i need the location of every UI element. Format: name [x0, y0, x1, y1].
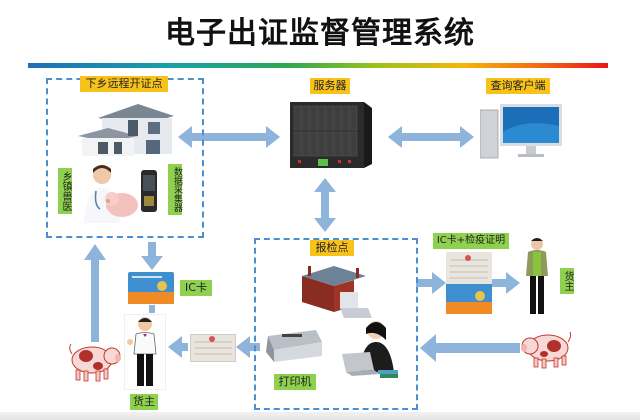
collector-label: 数据采集器 [168, 164, 182, 215]
pig-left-icon [69, 343, 121, 382]
printer-icon [266, 330, 322, 362]
owner-left-label: 货主 [130, 394, 158, 410]
quarantine-certificate-icon [190, 334, 236, 362]
connector-iccard-owner [149, 305, 155, 313]
server-label: 服务器 [310, 78, 350, 94]
ic-card-certificate-icon [446, 252, 492, 314]
arrow-pig-remote [84, 244, 106, 342]
ic-card-icon [128, 272, 174, 304]
arrow-remote-iccard [141, 242, 163, 270]
data-collector-icon [141, 170, 157, 212]
client-computer-icon [480, 104, 562, 159]
arrow-cert-owner [168, 336, 188, 358]
pig-right-icon [521, 331, 572, 369]
page-title: 电子出证监督管理系统 [165, 16, 475, 51]
client-label: 查询客户端 [486, 78, 550, 94]
veterinarian-icon [84, 165, 138, 223]
owner-right-label: 货主 [560, 268, 574, 294]
arrow-inspection-cert [236, 336, 260, 358]
ic-card-label: IC卡 [180, 280, 212, 296]
owner-right-figure-icon [526, 238, 548, 314]
slide-footer-bar [0, 412, 640, 420]
inspection-point-group [254, 238, 418, 410]
arrow-pig-inspection [420, 334, 520, 362]
printer-label: 打印机 [274, 374, 316, 390]
owner-left-figure-icon [124, 314, 166, 390]
inspection-building-icon [302, 266, 372, 318]
vet-label: 乡镇兽医 [58, 168, 72, 214]
arrow-remote-server [178, 126, 280, 148]
arrow-iccert-owner [490, 272, 520, 294]
arrow-inspection-iccert [416, 272, 446, 294]
ic-cert-label: IC卡+检疫证明 [433, 233, 509, 249]
operator-with-laptop-icon [342, 321, 398, 378]
inspection-point-label: 报检点 [310, 240, 354, 256]
arrow-server-inspection [314, 178, 336, 232]
arrow-server-client [388, 126, 474, 148]
house-icon [78, 104, 174, 156]
server-icon [290, 102, 372, 168]
title-divider [28, 63, 608, 68]
remote-point-label: 下乡远程开证点 [80, 76, 168, 92]
